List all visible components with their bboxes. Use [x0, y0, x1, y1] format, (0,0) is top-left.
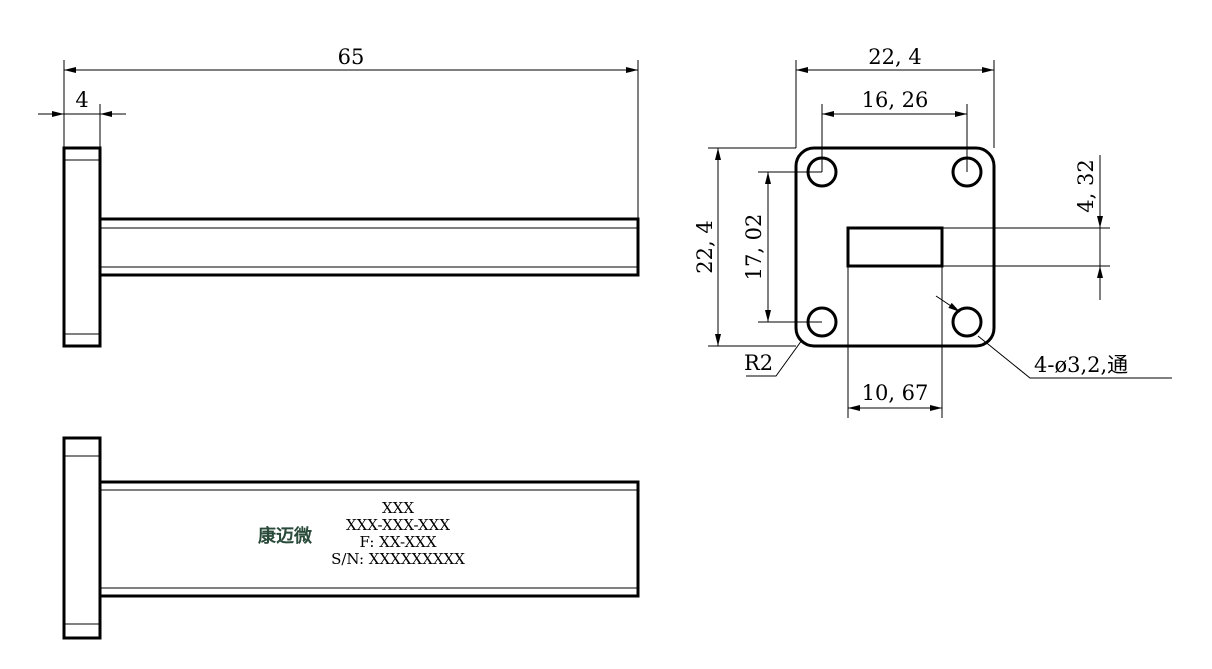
- mounting-hole-br: [951, 306, 983, 338]
- nameplate-line-4: S/N: XXXXXXXXX: [331, 550, 465, 568]
- dim-corner-radius: R2: [744, 351, 773, 375]
- side-view-bottom: 康迈微 XXX XXX-XXX-XXX F: XX-XXX S/N: XXXXX…: [62, 436, 640, 640]
- radius-leader: [746, 339, 803, 377]
- side-view-top: 65 4: [38, 45, 640, 348]
- nameplate-line-2: XXX-XXX-XXX: [346, 516, 450, 534]
- flange-outline: [62, 146, 102, 348]
- nameplate-line-1: XXX: [382, 499, 414, 517]
- waveguide-body: [98, 217, 640, 277]
- flange-front-view: 22, 4 16, 26 22, 4 17, 02 4, 32 10, 67 R…: [693, 45, 1172, 418]
- flange-outline-bottom: [62, 436, 102, 640]
- dim-slot-width: 10, 67: [862, 381, 929, 405]
- dim-flange-height: 22, 4: [693, 220, 717, 273]
- dim-hole-spacing-v: 17, 02: [742, 214, 766, 281]
- nameplate-line-3: F: XX-XXX: [359, 533, 436, 551]
- dim-holes: 4-ø3,2,通: [1034, 353, 1128, 377]
- waveguide-slot: [846, 226, 944, 268]
- dim-flange-width: 22, 4: [868, 45, 921, 69]
- waveguide-body-bottom: [98, 480, 640, 598]
- dim-flange-thickness: 4: [75, 88, 88, 112]
- brand-logo: 康迈微: [258, 525, 312, 547]
- dim-overall-length: 65: [338, 45, 365, 69]
- dim-slot-height: 4, 32: [1074, 159, 1098, 212]
- dim-hole-spacing-h: 16, 26: [862, 88, 929, 112]
- holes-leader: [977, 335, 1172, 379]
- flange-face: [794, 146, 996, 348]
